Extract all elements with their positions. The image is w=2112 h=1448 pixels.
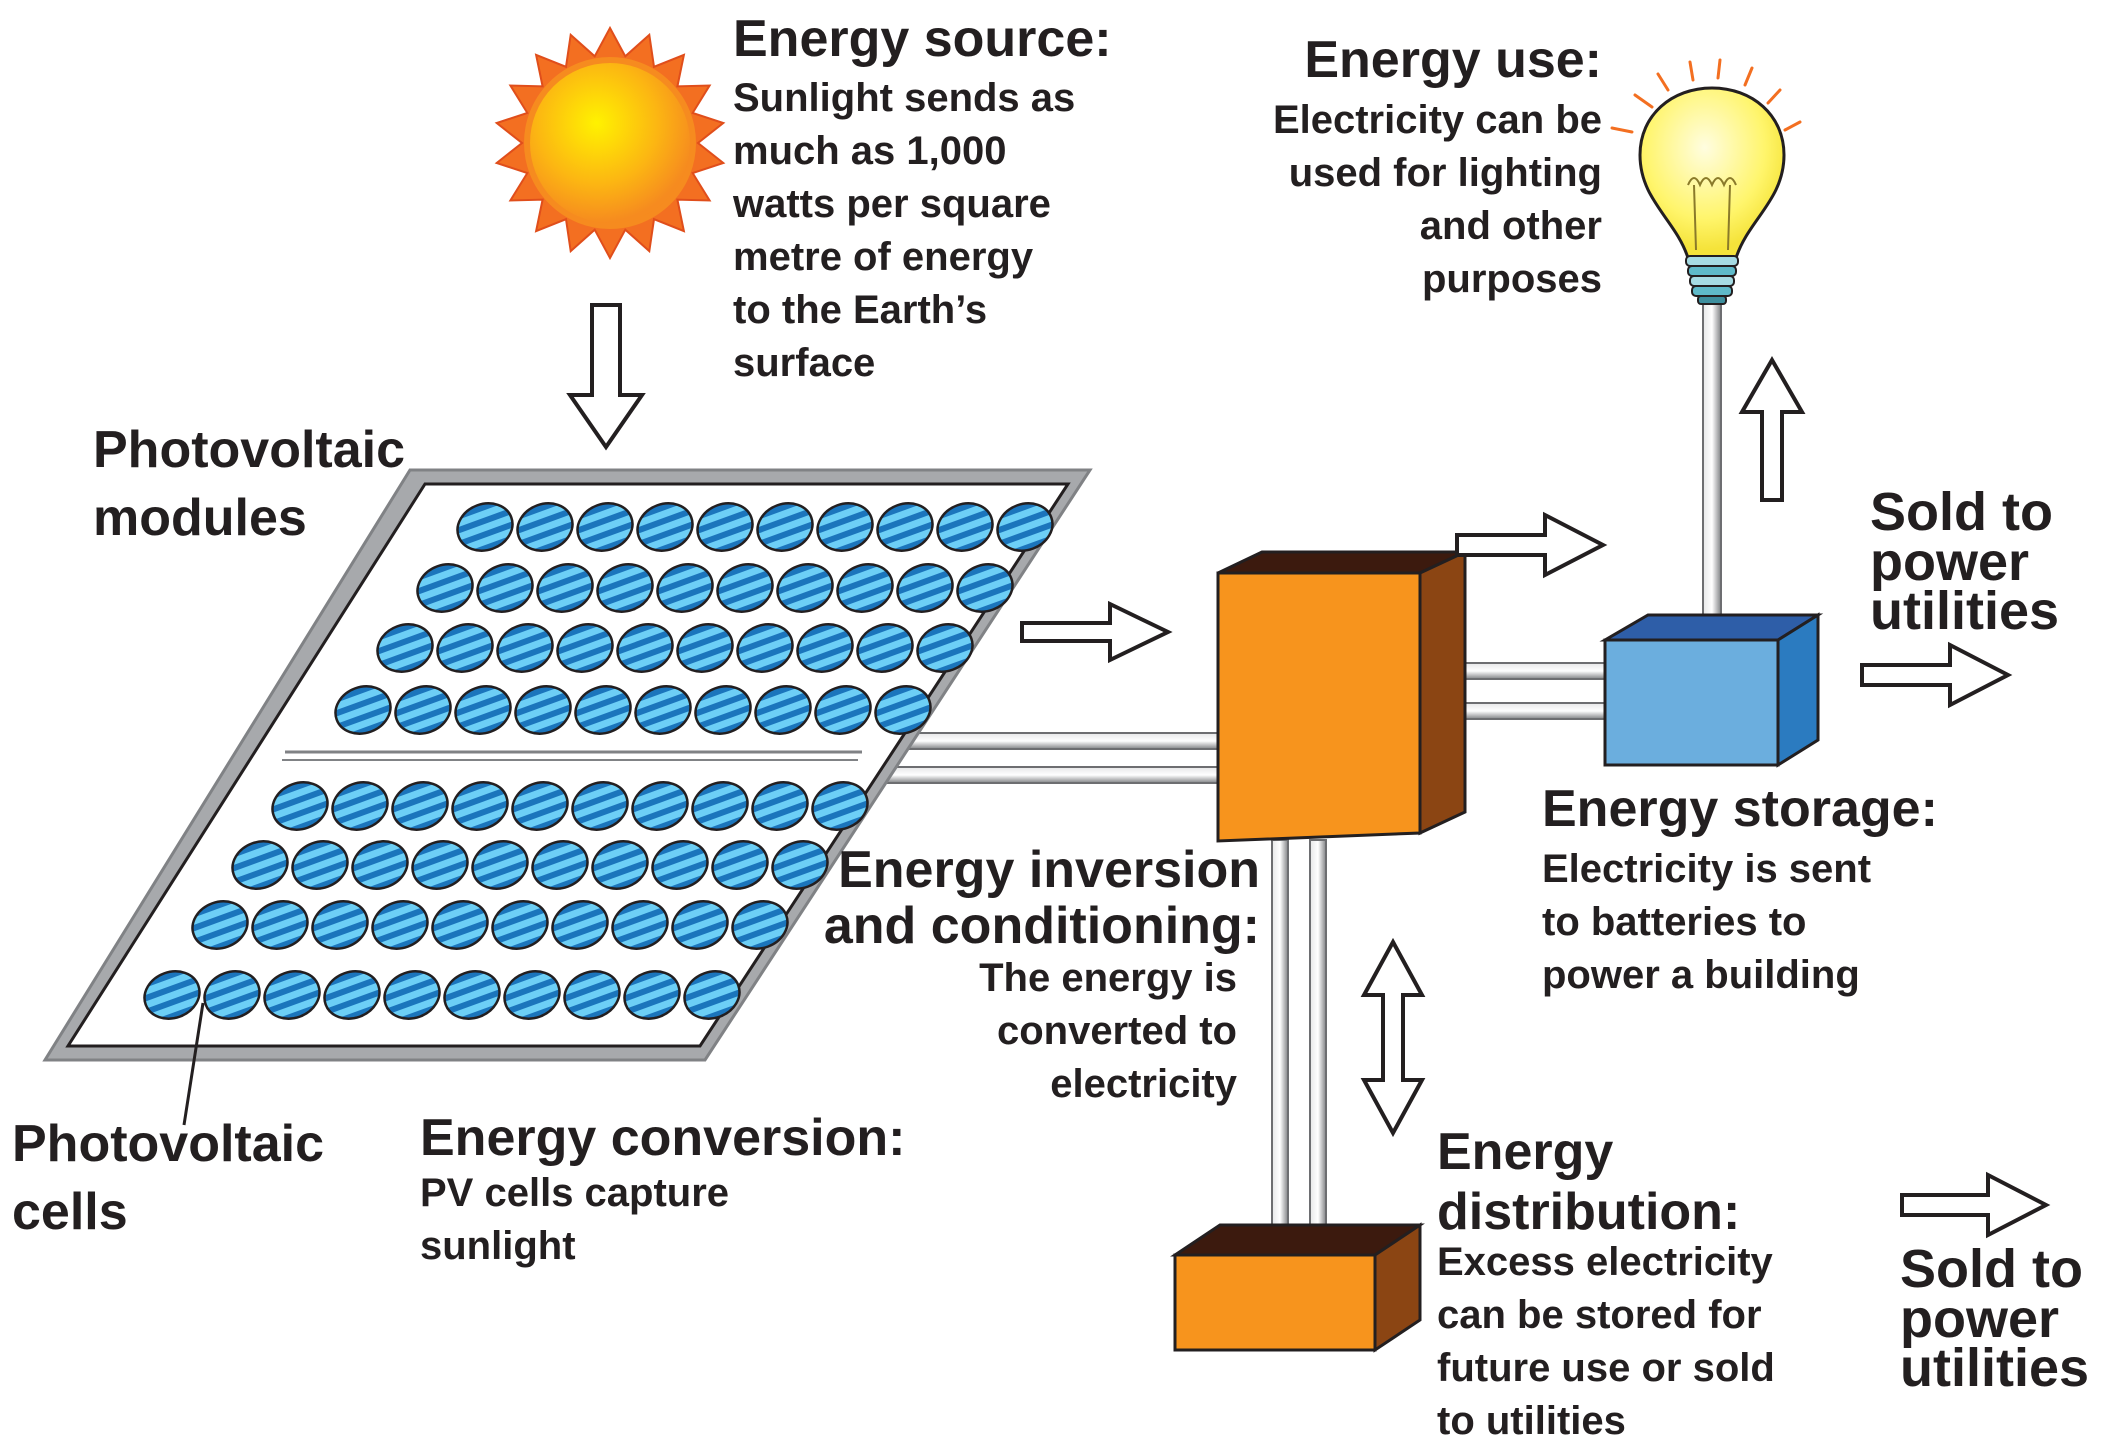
sold-to-utilities-top: Sold to power utilities [1870,482,2060,642]
arrow-sold-top [1860,641,2013,709]
arrow-up-to-lamp [1738,355,1806,502]
arrow-sold-bottom [1900,1171,2051,1239]
sold-to-utilities-bottom: Sold to power utilities [1900,1239,2090,1399]
solar-panel-icon [42,468,1093,1062]
inverter-box-icon [1216,549,1467,843]
arrow-icon [566,303,2051,1239]
panel-pipes [879,732,1221,784]
sun-icon [494,25,726,261]
energy-distribution-title: Energy distribution: [1437,1123,1741,1241]
energy-source-title: Energy source: [733,10,1112,68]
distribution-pipes [1271,839,1327,1246]
distribution-box-icon [1170,1222,1425,1353]
photovoltaic-cells-label: Photovoltaic cells [12,1115,325,1241]
arrow-sun-down [566,303,646,451]
arrow-panel-to-inverter [1020,600,1173,664]
energy-conversion-title: Energy conversion: [420,1109,906,1167]
lamp-pole [1702,299,1722,631]
energy-inversion-title: Energy inversion and conditioning: [823,841,1260,955]
energy-inversion-body: The energy is converted to electricity [979,956,1237,1106]
energy-storage-title: Energy storage: [1542,780,1938,838]
photovoltaic-modules-label: Photovoltaic modules [93,421,406,547]
energy-source-body: Sunlight sends as much as 1,000 watts pe… [733,76,1076,385]
energy-use-body: Electricity can be used for lighting and… [1272,98,1602,301]
energy-conversion-body: PV cells capture sunlight [420,1171,730,1268]
energy-use-title: Energy use: [1304,31,1602,89]
arrow-to-storage [1455,511,1608,579]
light-bulb-icon [1610,58,1802,305]
energy-distribution-body: Excess electricity can be stored for fut… [1437,1240,1775,1443]
arrow-distribution-bidirectional [1360,937,1426,1138]
energy-storage-body: Electricity is sent to batteries to powe… [1542,847,1872,997]
cells-pointer-line [182,1002,205,1126]
battery-box-icon [1599,612,1824,768]
